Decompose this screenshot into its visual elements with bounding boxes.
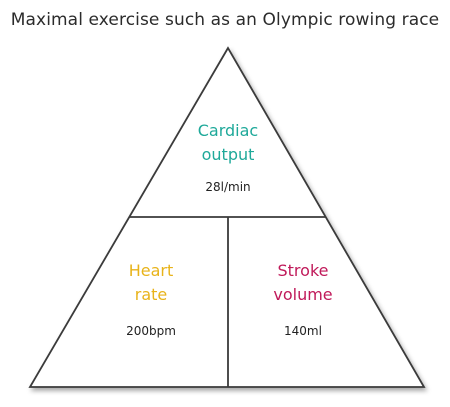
heart-rate-section: Heart rate 200bpm — [126, 261, 176, 338]
stroke-volume-value: 140ml — [284, 324, 322, 338]
heart-rate-label-line2: rate — [135, 285, 168, 304]
cardiac-output-value: 28l/min — [205, 180, 250, 194]
stroke-volume-section: Stroke volume 140ml — [273, 261, 332, 338]
diagram-title: Maximal exercise such as an Olympic rowi… — [10, 10, 440, 30]
cardiac-output-section: Cardiac output 28l/min — [198, 121, 258, 194]
stroke-volume-label-line2: volume — [273, 285, 332, 304]
cardiac-output-label-line1: Cardiac — [198, 121, 258, 140]
heart-rate-label-line1: Heart — [129, 261, 174, 280]
stroke-volume-label-line1: Stroke — [278, 261, 329, 280]
cardiac-output-label-line2: output — [202, 145, 255, 164]
heart-rate-value: 200bpm — [126, 324, 176, 338]
